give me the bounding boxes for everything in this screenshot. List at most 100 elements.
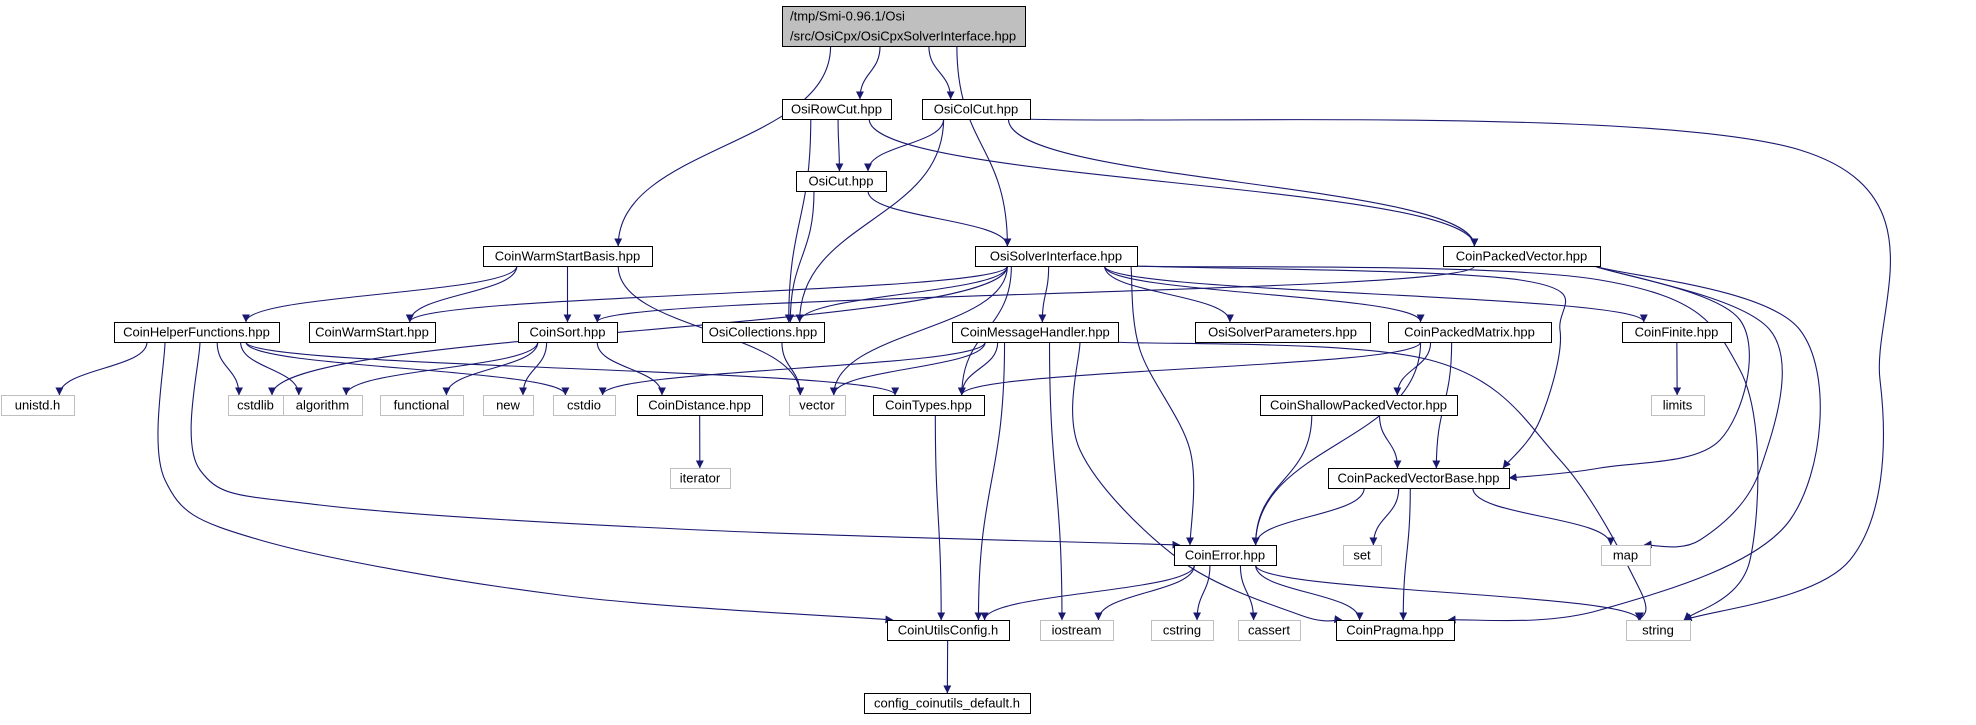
node-cassert: cassert	[1238, 620, 1301, 641]
node-coin-packed-vector-base[interactable]: CoinPackedVectorBase.hpp	[1328, 468, 1510, 489]
node-box	[1622, 322, 1732, 343]
node-box	[864, 693, 1031, 714]
node-label: string	[1642, 623, 1674, 638]
node-box	[637, 395, 763, 416]
node-label: iterator	[680, 471, 721, 486]
node-config-coinutils-default[interactable]: config_coinutils_default.h	[864, 693, 1031, 714]
node-box	[1238, 620, 1301, 641]
edge-coin-packed-vector-to-coin-pragma	[1447, 265, 1821, 624]
node-label: /src/OsiCpx/OsiCpxSolverInterface.hpp	[790, 29, 1016, 44]
node-box	[518, 322, 618, 343]
node-label: CoinUtilsConfig.h	[898, 623, 998, 638]
edge-osi-cut-to-osi-collections	[786, 190, 815, 323]
node-label: config_coinutils_default.h	[874, 696, 1020, 711]
edge-osi-solver-interface-to-coin-packed-vector-base	[1130, 265, 1567, 469]
node-label: CoinSort.hpp	[530, 325, 606, 340]
edge-coin-message-handler-to-vector	[829, 341, 986, 396]
node-osi-cut[interactable]: OsiCut.hpp	[796, 171, 887, 192]
edge-osi-col-cut-to-string	[1023, 118, 1891, 622]
node-box	[1651, 395, 1705, 416]
node-coin-distance[interactable]: CoinDistance.hpp	[637, 395, 763, 416]
node-label: CoinError.hpp	[1185, 548, 1265, 563]
node-root[interactable]: /tmp/Smi-0.96.1/Osi/src/OsiCpx/OsiCpxSol…	[782, 6, 1026, 47]
node-box	[952, 322, 1119, 343]
node-set: set	[1343, 545, 1382, 566]
node-iterator: iterator	[670, 468, 731, 489]
node-coin-packed-vector[interactable]: CoinPackedVector.hpp	[1443, 246, 1601, 267]
edge-coin-helper-functions-to-coin-error	[190, 341, 1181, 549]
node-coin-shallow-packed-vector[interactable]: CoinShallowPackedVector.hpp	[1260, 395, 1458, 416]
node-box	[309, 322, 436, 343]
node-label: vector	[799, 398, 835, 413]
edge-coin-packed-vector-to-map	[1593, 265, 1783, 549]
node-box	[483, 395, 534, 416]
node-label: CoinFinite.hpp	[1635, 325, 1719, 340]
node-box	[1195, 322, 1371, 343]
node-box	[1336, 620, 1455, 641]
node-layer: /tmp/Smi-0.96.1/Osi/src/OsiCpx/OsiCpxSol…	[1, 6, 1732, 714]
node-box	[887, 620, 1010, 641]
node-vector: vector	[789, 395, 846, 416]
node-label: cstdio	[567, 398, 601, 413]
node-osi-collections[interactable]: OsiCollections.hpp	[702, 322, 825, 343]
node-string: string	[1626, 620, 1691, 641]
node-coin-message-handler[interactable]: CoinMessageHandler.hpp	[952, 322, 1119, 343]
edge-osi-solver-interface-to-string	[1130, 265, 1759, 621]
node-label: CoinPragma.hpp	[1346, 623, 1444, 638]
node-coin-utils-config[interactable]: CoinUtilsConfig.h	[887, 620, 1010, 641]
node-label: OsiCollections.hpp	[709, 325, 817, 340]
node-coin-pragma[interactable]: CoinPragma.hpp	[1336, 620, 1455, 641]
node-box	[782, 6, 1026, 47]
edge-coin-packed-vector-base-to-set	[1369, 487, 1400, 546]
edge-osi-solver-interface-to-vector	[829, 265, 1008, 396]
edge-osi-solver-interface-to-cstdlib	[268, 265, 1008, 396]
edge-coin-shallow-packed-vector-to-coin-packed-vector-base	[1378, 414, 1402, 469]
edge-coin-packed-matrix-to-coin-error	[1251, 341, 1422, 546]
edge-osi-solver-interface-to-coin-error	[1130, 265, 1195, 546]
edge-coin-warm-start-basis-to-coin-helper-functions	[242, 265, 518, 323]
edge-osi-solver-interface-to-osi-solver-parameters	[1104, 265, 1234, 323]
node-box	[1601, 545, 1651, 566]
edge-coin-helper-functions-to-unistd	[55, 341, 148, 396]
edge-osi-solver-interface-to-coin-warm-start	[405, 265, 1008, 323]
edge-root-to-osi-col-cut	[928, 45, 955, 100]
node-coin-error[interactable]: CoinError.hpp	[1174, 545, 1277, 566]
node-label: CoinMessageHandler.hpp	[960, 325, 1110, 340]
edge-layer	[55, 45, 1891, 694]
edge-coin-shallow-packed-vector-to-coin-error	[1251, 414, 1313, 546]
node-osi-solver-interface[interactable]: OsiSolverInterface.hpp	[975, 246, 1138, 267]
node-osi-row-cut[interactable]: OsiRowCut.hpp	[782, 99, 892, 120]
edge-coin-packed-matrix-to-coin-types	[957, 341, 1422, 396]
edge-coin-packed-vector-to-coin-packed-vector-base	[1508, 265, 1750, 482]
edge-coin-helper-functions-to-cstdlib	[216, 341, 243, 396]
node-coin-types[interactable]: CoinTypes.hpp	[873, 395, 985, 416]
node-coin-warm-start-basis[interactable]: CoinWarmStartBasis.hpp	[483, 246, 653, 267]
node-label: /tmp/Smi-0.96.1/Osi	[790, 9, 905, 24]
node-coin-sort[interactable]: CoinSort.hpp	[518, 322, 618, 343]
edge-osi-cut-to-osi-solver-interface	[867, 190, 1012, 247]
node-label: unistd.h	[15, 398, 61, 413]
node-box	[873, 395, 985, 416]
node-box	[1443, 246, 1601, 267]
node-label: CoinHelperFunctions.hpp	[123, 325, 270, 340]
node-coin-helper-functions[interactable]: CoinHelperFunctions.hpp	[114, 322, 280, 343]
node-osi-solver-parameters[interactable]: OsiSolverParameters.hpp	[1195, 322, 1371, 343]
edge-coin-sort-to-functional	[442, 341, 539, 396]
node-cstdio: cstdio	[553, 395, 616, 416]
node-coin-packed-matrix[interactable]: CoinPackedMatrix.hpp	[1388, 322, 1552, 343]
node-coin-finite[interactable]: CoinFinite.hpp	[1622, 322, 1732, 343]
edge-root-to-osi-row-cut	[855, 45, 881, 100]
node-iostream: iostream	[1040, 620, 1114, 641]
edge-root-to-coin-warm-start-basis	[614, 45, 832, 247]
edge-coin-sort-to-algorithm	[342, 341, 539, 396]
node-label: CoinWarmStart.hpp	[315, 325, 429, 340]
node-box	[1151, 620, 1214, 641]
node-map: map	[1601, 545, 1651, 566]
edge-coin-packed-vector-to-coin-sort	[593, 265, 1475, 323]
edge-coin-types-to-coin-utils-config	[934, 414, 946, 621]
node-box	[1388, 322, 1552, 343]
node-label: algorithm	[296, 398, 349, 413]
node-coin-warm-start[interactable]: CoinWarmStart.hpp	[309, 322, 436, 343]
node-osi-col-cut[interactable]: OsiColCut.hpp	[922, 99, 1031, 120]
node-box	[1260, 395, 1458, 416]
